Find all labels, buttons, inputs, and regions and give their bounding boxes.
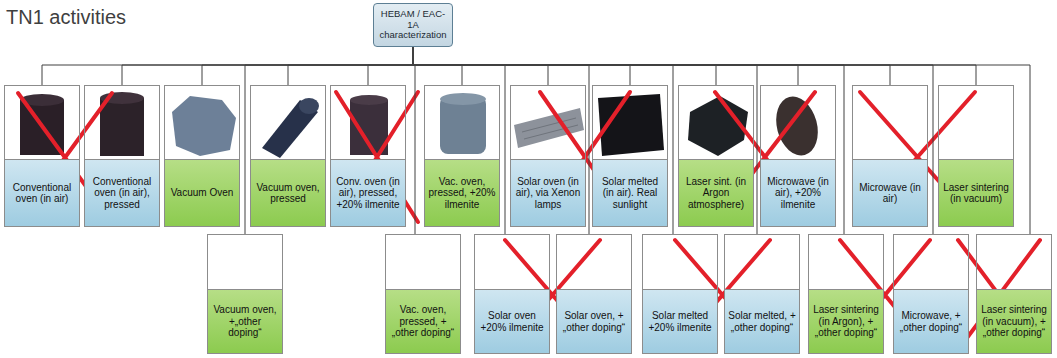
green-label-band: Vac. oven, pressed, +„other doping“ — [386, 289, 460, 353]
tree-connector — [413, 47, 933, 234]
box-label: Laser sint. (in Argon atmosphere) — [682, 176, 750, 211]
box-label: Vac. oven, pressed, +„other doping“ — [389, 304, 457, 339]
box-label: Conventional oven (in air) — [8, 182, 76, 205]
blue-label-band: Microwave (in air) — [853, 159, 927, 226]
process-box: Vacuum Oven — [164, 85, 240, 227]
green-label-band: Vacuum oven, pressed — [251, 159, 325, 226]
box-label: Vacuum Oven — [171, 187, 234, 199]
green-label-band: Laser sintering (in vacuum) — [939, 159, 1013, 226]
blue-label-band: Conventional oven (in air), pressed — [85, 159, 159, 226]
box-label: Vac. oven, pressed, +20% ilmenite — [428, 176, 496, 211]
tree-connector — [42, 47, 413, 85]
sample-photo — [172, 96, 236, 156]
process-box: Solar melted, +„other doping“ — [724, 234, 800, 354]
process-box: Solar oven +20% ilmenite — [474, 234, 550, 354]
box-label: Conv. oven (in air), pressed, +20% ilmen… — [334, 176, 402, 211]
process-box: Solar melted (in air). Real sunlight — [592, 85, 668, 227]
blue-label-band: Solar melted (in air). Real sunlight — [593, 159, 667, 226]
process-box: Vac. oven, pressed, +„other doping“ — [385, 234, 461, 354]
box-label: Solar oven (in air), via Xenon lamps — [514, 176, 582, 211]
box-label: Vacuum oven, pressed — [254, 182, 322, 205]
tree-connector — [413, 47, 673, 234]
blue-label-band: Solar oven (in air), via Xenon lamps — [511, 159, 585, 226]
tree-connector — [413, 47, 462, 85]
tree-connector — [202, 47, 413, 85]
tree-connector — [413, 47, 548, 85]
box-label: Vacuum oven, +„other doping“ — [211, 304, 279, 339]
tree-connector — [413, 47, 415, 234]
blue-label-band: Microwave (in air), +20% ilmenite — [761, 159, 835, 226]
process-box: Vacuum oven, pressed — [250, 85, 326, 227]
box-label: Solar melted +20% ilmenite — [646, 310, 714, 333]
green-label-band: Vacuum Oven — [165, 159, 239, 226]
box-label: Microwave (in air), +20% ilmenite — [764, 176, 832, 211]
tree-connector — [413, 47, 844, 234]
process-box: Conventional oven (in air), pressed — [84, 85, 160, 227]
green-label-band: Vacuum oven, +„other doping“ — [208, 289, 282, 353]
process-box: Microwave (in air), +20% ilmenite — [760, 85, 836, 227]
tree-connector — [368, 47, 413, 85]
green-label-band: Laser sintering (in Argon), + „other dop… — [809, 289, 883, 353]
box-label: Solar oven, +„other doping“ — [560, 310, 628, 333]
process-box: Vac. oven, pressed, +20% ilmenite — [424, 85, 500, 227]
blue-label-band: Microwave, + „other doping“ — [894, 289, 968, 353]
process-box: Conv. oven (in air), pressed, +20% ilmen… — [330, 85, 406, 227]
tree-connector — [245, 47, 413, 234]
process-box: Laser sint. (in Argon atmosphere) — [678, 85, 754, 227]
box-label: Microwave (in air) — [856, 182, 924, 205]
green-label-band: Laser sintering (in vacuum), + „other do… — [977, 289, 1051, 353]
blue-label-band: Conv. oven (in air), pressed, +20% ilmen… — [331, 159, 405, 226]
box-label: Laser sintering (in vacuum) — [942, 182, 1010, 205]
process-box: Laser sintering (in vacuum) — [938, 85, 1014, 227]
box-label: Solar melted (in air). Real sunlight — [596, 176, 664, 211]
process-box: Laser sintering (in Argon), + „other dop… — [808, 234, 884, 354]
green-label-band: Vac. oven, pressed, +20% ilmenite — [425, 159, 499, 226]
process-box: Solar oven, +„other doping“ — [556, 234, 632, 354]
blue-label-band: Solar oven +20% ilmenite — [475, 289, 549, 353]
blue-label-band: Solar melted, +„other doping“ — [725, 289, 799, 353]
blue-label-band: Solar melted +20% ilmenite — [643, 289, 717, 353]
tree-connector — [288, 47, 413, 85]
process-box: Solar oven (in air), via Xenon lamps — [510, 85, 586, 227]
process-box: Microwave (in air) — [852, 85, 928, 227]
page-title: TN1 activities — [6, 6, 126, 29]
tree-connector — [413, 47, 890, 85]
tree-connector — [413, 47, 1030, 234]
box-label: Microwave, + „other doping“ — [897, 310, 965, 333]
box-label: HEBAM / EAC-1A characterization — [377, 9, 449, 42]
box-label: Laser sintering (in Argon), + „other dop… — [812, 304, 880, 339]
tree-connector — [413, 47, 976, 85]
process-box: Microwave, + „other doping“ — [893, 234, 969, 354]
process-box: Conventional oven (in air) — [4, 85, 80, 227]
sample-photo — [770, 92, 824, 160]
tree-connector — [413, 47, 630, 85]
root-box: HEBAM / EAC-1A characterization — [373, 3, 453, 47]
box-label: Laser sintering (in vacuum), + „other do… — [980, 304, 1048, 339]
box-label: Conventional oven (in air), pressed — [88, 176, 156, 211]
box-label: Solar oven +20% ilmenite — [478, 310, 546, 333]
tree-connector — [413, 47, 505, 234]
rejected-cross — [18, 92, 1040, 350]
tree-connector — [413, 47, 589, 234]
blue-label-band: Conventional oven (in air) — [5, 159, 79, 226]
tree-connector — [413, 47, 757, 234]
tree-connector — [122, 47, 413, 85]
process-box: Laser sintering (in vacuum), + „other do… — [976, 234, 1052, 354]
blue-label-band: Solar oven, +„other doping“ — [557, 289, 631, 353]
box-label: Solar melted, +„other doping“ — [728, 310, 796, 333]
tree-connector — [413, 47, 798, 85]
sample-photo — [262, 98, 319, 158]
green-label-band: Laser sint. (in Argon atmosphere) — [679, 159, 753, 226]
tree-connector — [413, 47, 716, 85]
sample-photo — [440, 93, 486, 154]
process-box: Solar melted +20% ilmenite — [642, 234, 718, 354]
process-box: Vacuum oven, +„other doping“ — [207, 234, 283, 354]
